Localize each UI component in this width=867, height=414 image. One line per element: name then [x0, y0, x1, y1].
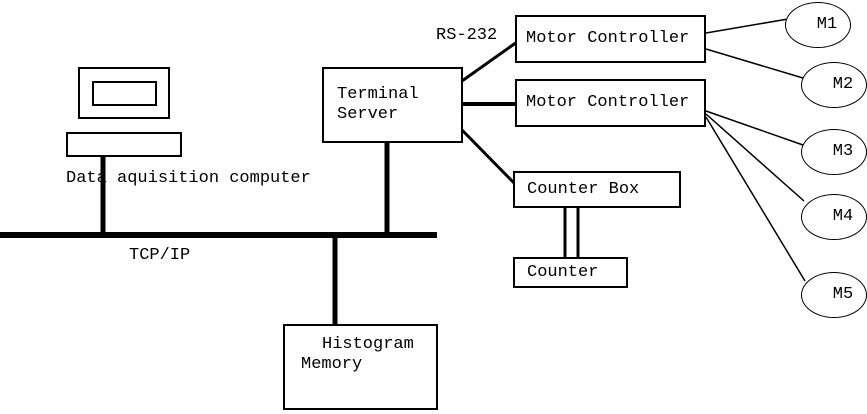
- motor-m4-node: M4: [801, 194, 867, 240]
- counter-box-label: Counter Box: [527, 179, 640, 199]
- computer-keyboard-icon: [66, 132, 182, 157]
- mc2-to-m4-line: [705, 113, 805, 202]
- motor-m3-label: M3: [832, 142, 854, 161]
- motor-m3-node: M3: [801, 129, 867, 175]
- terminal-server-node: Terminal Server: [322, 67, 463, 143]
- motor-controller-2-label: Motor Controller: [526, 93, 690, 112]
- motor-m5-label: M5: [832, 285, 854, 304]
- ts-to-counter-box-line: [460, 128, 518, 187]
- motor-controller-1-label: Motor Controller: [526, 29, 690, 48]
- histogram-memory-node: Histogram Memory: [283, 324, 438, 410]
- mc2-to-m3-line: [705, 110, 804, 146]
- rs232-link-label: RS-232: [436, 26, 498, 45]
- motor-m2-node: M2: [801, 62, 867, 108]
- motor-m1-node: M1: [785, 2, 851, 48]
- mc1-to-m1-line: [705, 18, 789, 34]
- counter-node: Counter: [513, 257, 628, 288]
- terminal-server-label: Terminal Server: [337, 85, 419, 124]
- motor-m4-label: M4: [832, 207, 854, 226]
- ts-to-motor-controller-1-line: [461, 40, 518, 83]
- motor-controller-1-node: Motor Controller: [515, 15, 706, 63]
- tcpip-bus-label: TCP/IP: [129, 246, 191, 265]
- motor-m5-node: M5: [801, 272, 867, 318]
- mc2-to-m5-line: [705, 116, 806, 282]
- data-acquisition-computer-label: Data aquisition computer: [66, 169, 311, 188]
- counter-label: Counter: [527, 262, 599, 282]
- counter-box-node: Counter Box: [513, 171, 681, 208]
- mc1-to-m2-line: [705, 48, 804, 79]
- motor-m1-label: M1: [816, 15, 838, 34]
- motor-controller-2-node: Motor Controller: [515, 79, 706, 127]
- computer-screen-icon: [92, 81, 157, 106]
- motor-m2-label: M2: [832, 75, 854, 94]
- histogram-memory-label: Histogram Memory: [301, 335, 414, 374]
